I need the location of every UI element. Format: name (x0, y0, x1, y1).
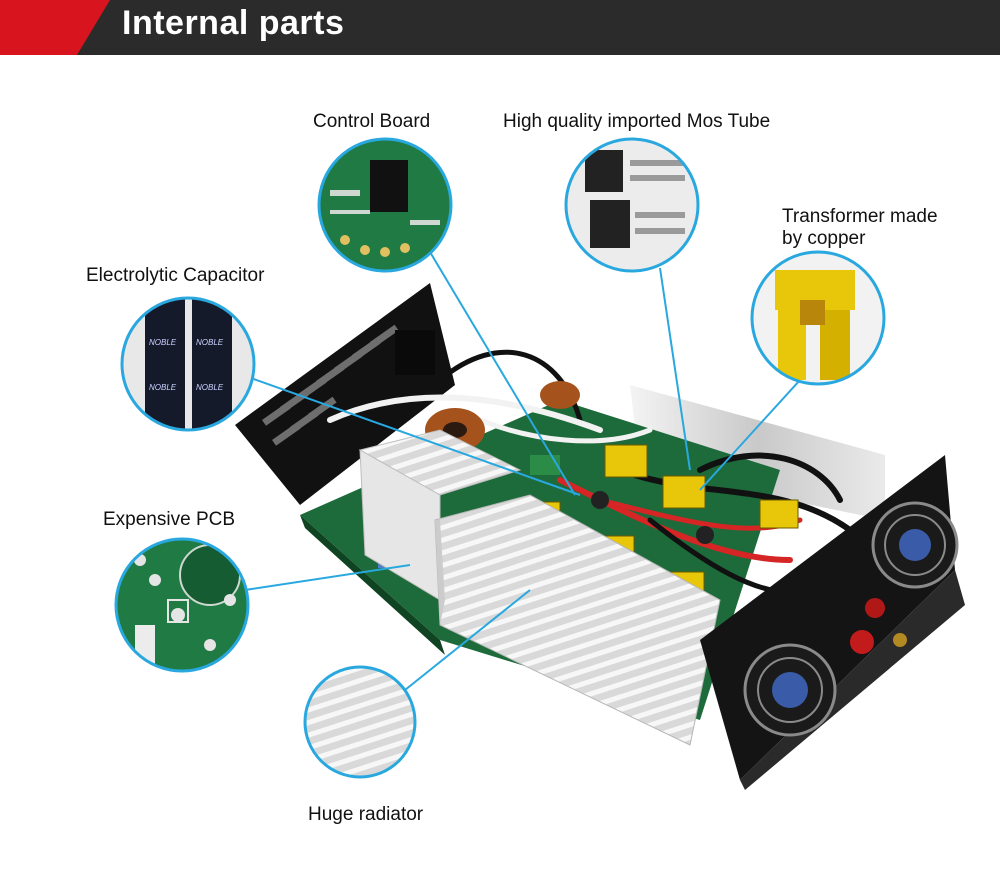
main-radiator (434, 494, 721, 746)
cap-brand-4: NOBLE (196, 383, 224, 392)
label-transformer-line2: by copper (782, 228, 866, 249)
mos-tube-zoom (564, 137, 700, 273)
label-transformer-line1: Transformer made (782, 206, 938, 227)
header-bar: Internal parts (0, 0, 1000, 55)
cap-brand-3: NOBLE (149, 383, 177, 392)
label-radiator: Huge radiator (308, 804, 424, 825)
control-board-zoom (317, 137, 453, 273)
front-panel (700, 455, 965, 790)
pcb-zoom (114, 537, 250, 673)
capacitor-zoom: NOBLE NOBLE NOBLE NOBLE (120, 296, 256, 432)
rear-panel (235, 283, 455, 505)
label-mos-tube: High quality imported Mos Tube (503, 111, 771, 132)
callout-lines (244, 251, 801, 691)
cap-brand-1: NOBLE (149, 338, 177, 347)
transformer-zoom (750, 250, 886, 386)
wiring (327, 349, 853, 594)
page-title: Internal parts (122, 4, 345, 42)
label-pcb: Expensive PCB (103, 509, 236, 530)
radiator-zoom (303, 665, 417, 779)
label-capacitor: Electrolytic Capacitor (86, 265, 265, 286)
cap-brand-2: NOBLE (196, 338, 224, 347)
label-control-board: Control Board (313, 111, 431, 132)
